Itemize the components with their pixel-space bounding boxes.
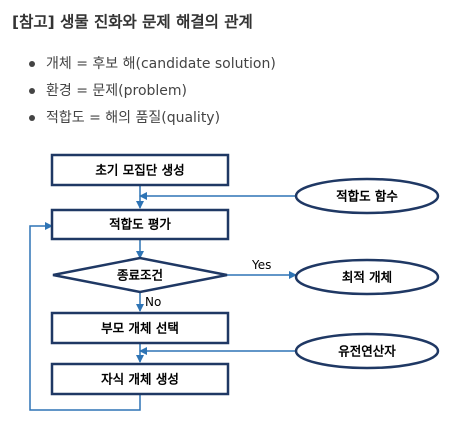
bullet-list: 개체 = 후보 해(candidate solution) 환경 = 문제(pr…: [28, 54, 276, 135]
process-offspring-label: 자식 개체 생성: [101, 372, 179, 387]
decision-termination: 종료조건: [52, 256, 228, 294]
bullet-item: 개체 = 후보 해(candidate solution): [28, 54, 276, 81]
ellipse-genetic-operators-label: 유전연산자: [338, 344, 396, 359]
ellipse-fitness-function-label: 적합도 함수: [336, 189, 398, 204]
process-fitness-eval-label: 적합도 평가: [109, 217, 171, 232]
bullet-dot-icon: [29, 61, 35, 67]
bullet-text: 환경 = 문제(problem): [46, 83, 188, 99]
arrow-loop-back: [29, 222, 141, 411]
decision-termination-label: 종료조건: [117, 268, 163, 283]
bullet-text: 적합도 = 해의 품질(quality): [46, 110, 221, 126]
process-fitness-eval: 적합도 평가: [50, 208, 230, 241]
bullet-item: 적합도 = 해의 품질(quality): [28, 108, 276, 135]
bullet-item: 환경 = 문제(problem): [28, 81, 276, 108]
ellipse-fitness-function: 적합도 함수: [294, 177, 440, 215]
process-init-label: 초기 모집단 생성: [95, 163, 184, 178]
process-parent-select: 부모 개체 선택: [50, 311, 230, 345]
process-init: 초기 모집단 생성: [50, 153, 230, 187]
bullet-dot-icon: [29, 115, 35, 121]
process-offspring: 자식 개체 생성: [50, 362, 230, 396]
page-title: [참고] 생물 진화와 문제 해결의 관계: [12, 13, 253, 31]
process-parent-select-label: 부모 개체 선택: [101, 321, 179, 336]
ellipse-best-individual-label: 최적 개체: [342, 270, 392, 285]
edge-label-no: No: [145, 295, 161, 309]
ellipse-best-individual: 최적 개체: [294, 258, 440, 296]
connectors: [29, 185, 297, 411]
edge-label-yes: Yes: [251, 258, 271, 272]
ellipse-genetic-operators: 유전연산자: [294, 332, 440, 370]
bullet-dot-icon: [29, 88, 35, 94]
bullet-text: 개체 = 후보 해(candidate solution): [46, 56, 276, 72]
